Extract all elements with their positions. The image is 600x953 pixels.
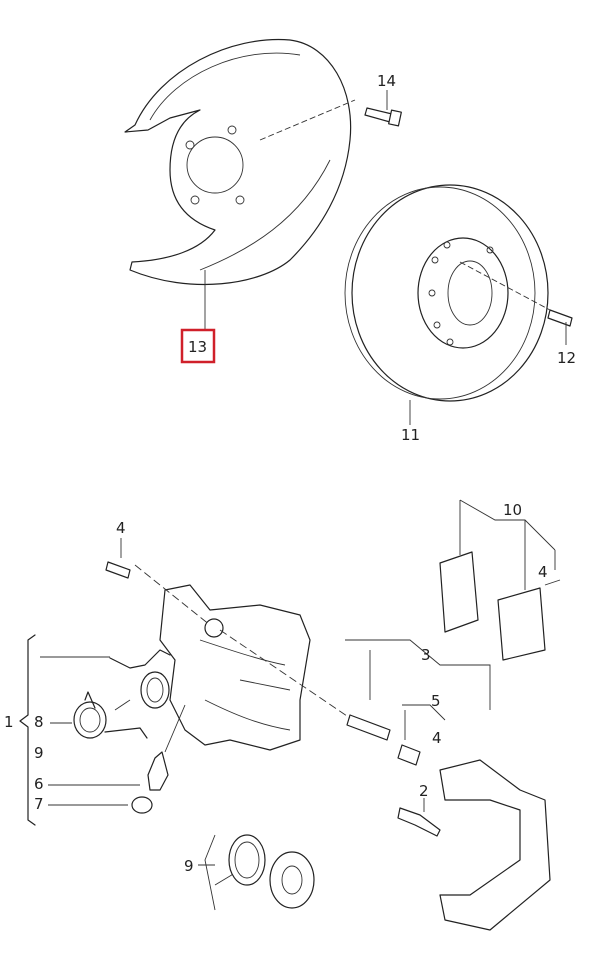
- label-4-bushing[interactable]: 4: [432, 729, 442, 747]
- label-6[interactable]: 6: [34, 775, 44, 793]
- assembly-brace: [19, 634, 36, 826]
- carrier-drawing: [397, 759, 551, 931]
- label-4-caliper-bolt[interactable]: 4: [116, 519, 126, 537]
- label-9-left[interactable]: 9: [34, 744, 44, 762]
- brake-disc-drawing: [344, 184, 573, 425]
- label-4-pads[interactable]: 4: [538, 563, 548, 581]
- seal-ring-drawing: [198, 834, 315, 911]
- label-9-bottom[interactable]: 9: [184, 857, 194, 875]
- guide-pin-drawing: [219, 629, 491, 766]
- label-8[interactable]: 8: [34, 713, 44, 731]
- label-12[interactable]: 12: [557, 349, 576, 367]
- label-2[interactable]: 2: [419, 782, 429, 800]
- brake-pads-drawing: [439, 499, 561, 661]
- label-1[interactable]: 1: [4, 713, 14, 731]
- backing-plate-drawing: [124, 38, 352, 330]
- spring-drawing: [50, 691, 148, 739]
- bolt-14-drawing: [259, 90, 402, 141]
- bleeder-drawing: [48, 704, 186, 814]
- label-13[interactable]: 13: [188, 338, 207, 356]
- label-5[interactable]: 5: [431, 692, 441, 710]
- label-3[interactable]: 3: [421, 646, 431, 664]
- label-11[interactable]: 11: [401, 426, 420, 444]
- caliper-drawing: [40, 538, 311, 751]
- label-10[interactable]: 10: [503, 501, 522, 519]
- label-7[interactable]: 7: [34, 795, 44, 813]
- selected-part-highlight: [180, 328, 216, 364]
- label-14[interactable]: 14: [377, 72, 396, 90]
